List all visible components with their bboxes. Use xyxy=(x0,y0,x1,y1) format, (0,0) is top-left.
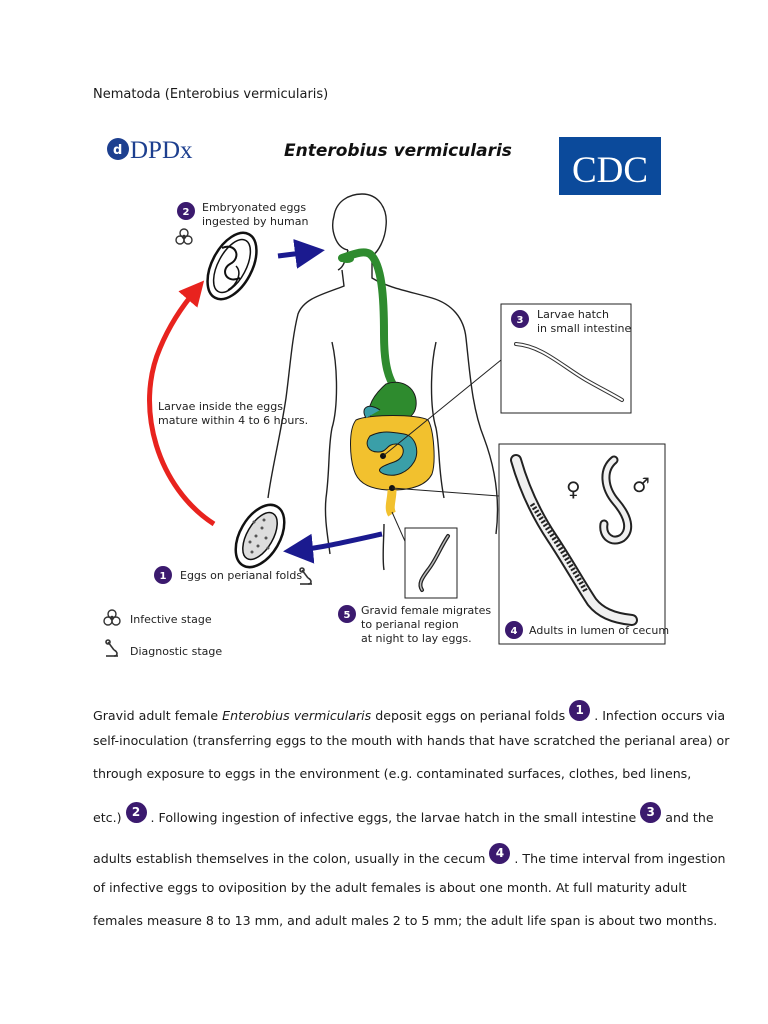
life-cycle-diagram: d DPDx Enterobius vermicularis CDC xyxy=(103,137,669,658)
step-3-line-2: in small intestine xyxy=(537,322,632,335)
cdc-logo-text: CDC xyxy=(572,150,648,191)
step-1-label: 1 Eggs on perianal folds xyxy=(154,566,312,585)
step-5-inset xyxy=(404,527,458,599)
step-1-badge: 1 xyxy=(569,700,591,721)
legend-microscope-icon xyxy=(105,639,118,657)
larvae-note-line-2: mature within 4 to 6 hours. xyxy=(158,414,308,427)
paragraph-line-3: through exposure to eggs in the environm… xyxy=(93,766,692,781)
document-title: Nematoda (Enterobius vermicularis) xyxy=(93,87,329,102)
larvae-note-line-1: Larvae inside the eggs xyxy=(158,400,283,413)
egg-deposit-arrow xyxy=(283,531,383,564)
male-symbol: ♂ xyxy=(632,473,650,497)
step-3-number: 3 xyxy=(517,315,524,326)
step-4-panel: ♀ ♂ 4 Adults in lumen of cecum xyxy=(498,443,669,645)
small-intestine xyxy=(366,431,418,476)
step-1-label-text: Eggs on perianal folds xyxy=(180,569,302,582)
paragraph-line-4: etc.)2. Following ingestion of infective… xyxy=(93,802,714,825)
figure-title: Enterobius vermicularis xyxy=(284,141,512,161)
dpdx-logo-text: DPDx xyxy=(130,137,193,164)
ingestion-arrow xyxy=(277,238,325,269)
dpdx-logo: d DPDx xyxy=(107,137,193,164)
species-name: Enterobius vermicularis xyxy=(222,708,372,723)
microscope-icon xyxy=(299,567,312,585)
legend-infective-stage: Infective stage xyxy=(130,613,212,626)
step-2-number: 2 xyxy=(183,207,190,218)
step-5-label: 5 Gravid female migrates to perianal reg… xyxy=(338,604,491,645)
paragraph-line-5: adults establish themselves in the colon… xyxy=(93,843,726,866)
step-2-label: 2 Embryonated eggs ingested by human xyxy=(175,201,308,245)
female-symbol: ♀ xyxy=(566,477,581,501)
step-3-line-1: Larvae hatch xyxy=(537,308,609,321)
esophagus xyxy=(338,248,402,396)
paragraph-line-6: of infective eggs to oviposition by the … xyxy=(93,880,687,895)
step-5-line-1: Gravid female migrates xyxy=(361,604,491,617)
cdc-logo: CDC xyxy=(559,137,661,195)
maturation-arrow xyxy=(147,280,216,527)
legend: Infective stage Diagnostic stage xyxy=(103,609,222,658)
step-1-number: 1 xyxy=(160,571,167,582)
colon xyxy=(350,415,435,491)
legend-biohazard-icon xyxy=(103,609,121,626)
perianal-egg-illustration xyxy=(234,503,286,569)
step-2-line-1: Embryonated eggs xyxy=(202,201,306,214)
step-5-number: 5 xyxy=(344,610,351,621)
step-2-line-2: ingested by human xyxy=(202,215,308,228)
biohazard-icon xyxy=(175,228,193,245)
embryonated-egg-illustration xyxy=(206,231,258,301)
human-body-outline xyxy=(267,193,499,571)
step-4-badge: 4 xyxy=(489,843,511,864)
svg-text:d: d xyxy=(113,143,122,158)
step-2-badge: 2 xyxy=(125,802,147,823)
dpdx-logo-mark xyxy=(107,138,129,160)
legend-diagnostic-stage: Diagnostic stage xyxy=(130,645,222,658)
step-4-label-text: Adults in lumen of cecum xyxy=(529,624,669,637)
step-4-number: 4 xyxy=(511,626,518,637)
step-5-line-3: at night to lay eggs. xyxy=(361,632,472,645)
digestive-tract xyxy=(338,248,435,517)
step-5-line-2: to perianal region xyxy=(361,618,459,631)
paragraph-line-1: Gravid adult female Enterobius vermicula… xyxy=(93,700,725,723)
life-cycle-figure: d DPDx Enterobius vermicularis CDC xyxy=(92,118,676,670)
step-3-panel: 3 Larvae hatch in small intestine xyxy=(500,303,632,414)
step-3-badge: 3 xyxy=(640,802,662,823)
paragraph-line-2: self-inoculation (transferring eggs to t… xyxy=(93,733,730,748)
paragraph-line-7: females measure 8 to 13 mm, and adult ma… xyxy=(93,913,718,928)
